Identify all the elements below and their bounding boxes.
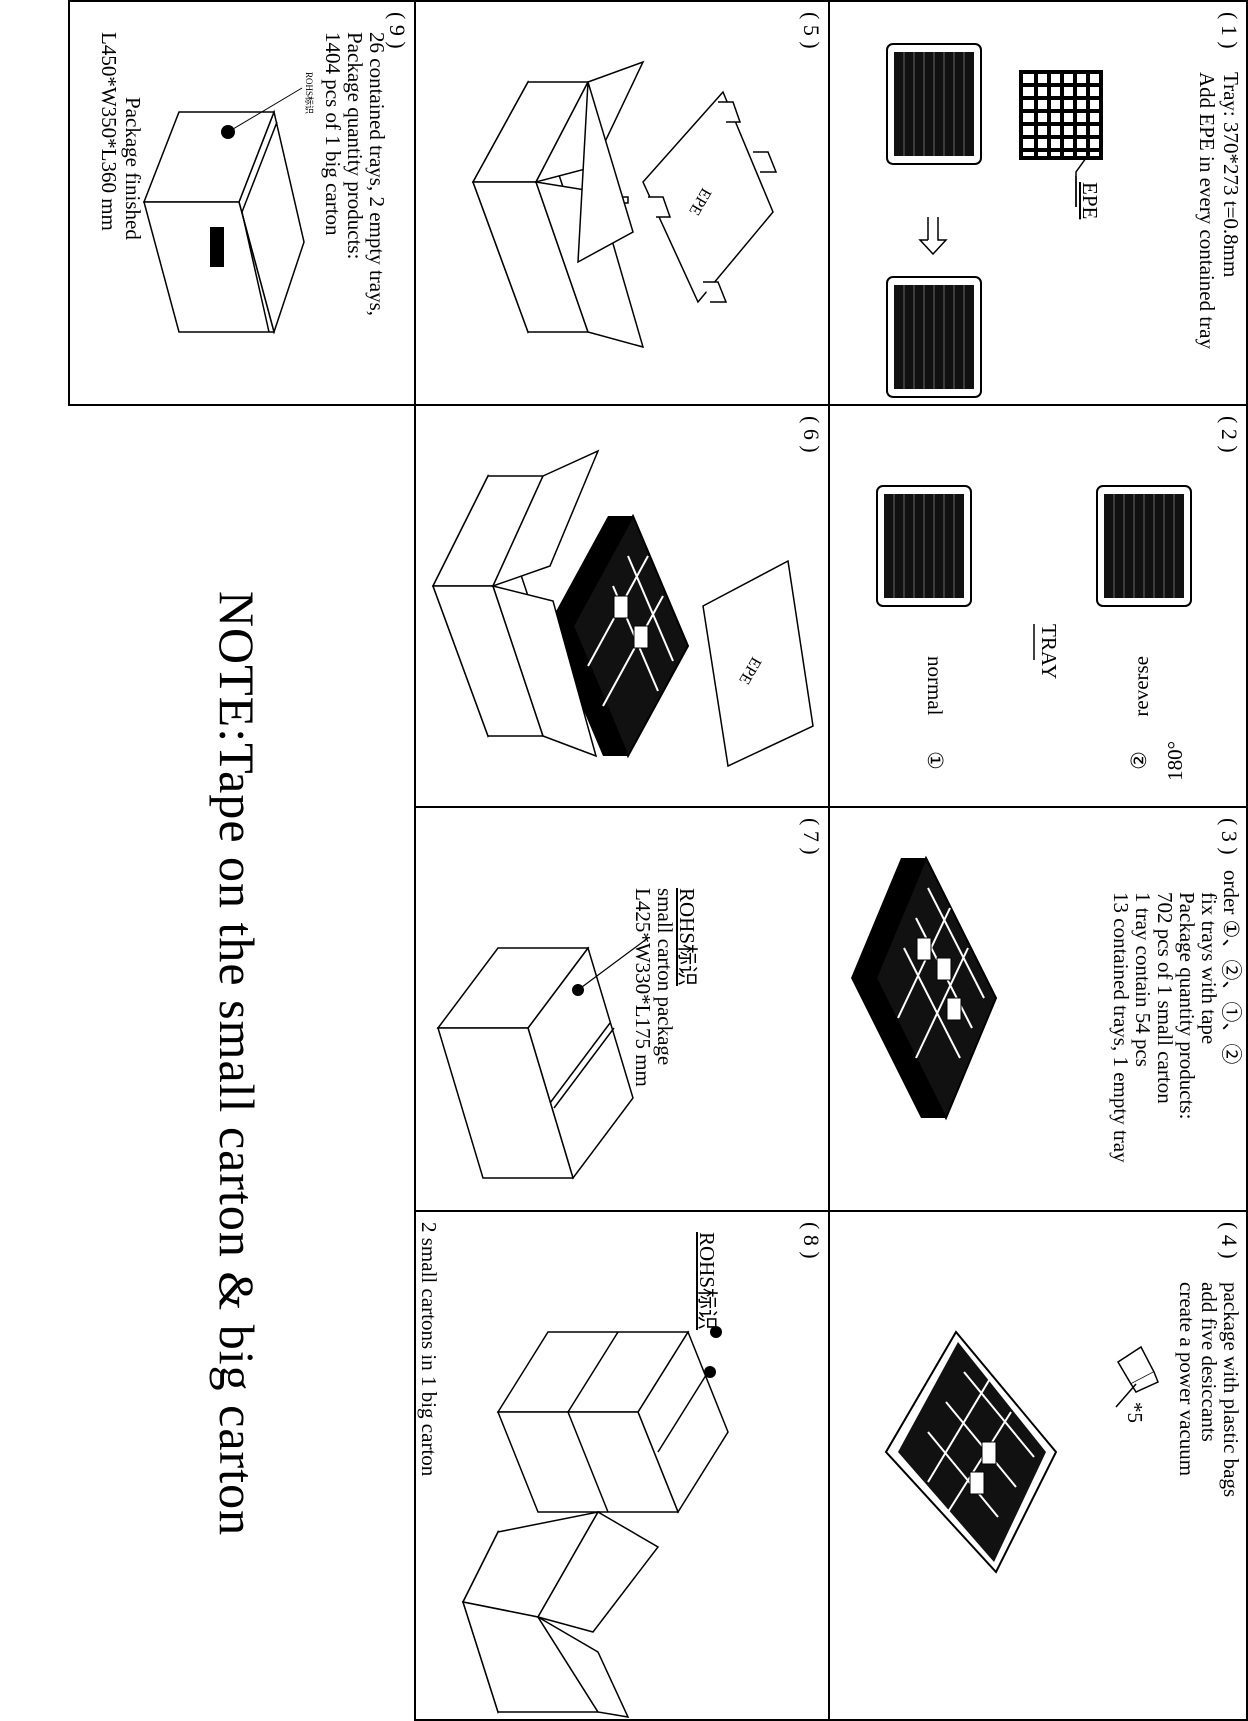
- step-8-illustration: [414, 1212, 828, 1721]
- step-7-cell: ( 7 ) ROHS标识 small carton package L425*W…: [414, 806, 830, 1212]
- step-9-cell: ( 9 ) 26 contained trays, 2 empty trays,…: [68, 0, 416, 406]
- step-5-cell: ( 5 ) EPE: [414, 0, 830, 406]
- note-area: NOTE:Tape on the small carton & big cart…: [68, 406, 416, 1721]
- step-1-illustration: [828, 2, 1246, 406]
- step-6-illustration: EPE: [414, 406, 828, 808]
- big-carton-icon: [144, 112, 304, 332]
- note-text: NOTE:Tape on the small carton & big cart…: [208, 406, 266, 1721]
- tray-label: TRAY: [1038, 624, 1060, 679]
- tray-empty-icon: [887, 277, 981, 397]
- step-9-illustration: ROHS标识: [68, 2, 414, 406]
- step-4-cell: ( 4 ) package with plastic bags add five…: [828, 1210, 1248, 1721]
- normal-label: normal: [924, 656, 946, 715]
- deg-label: 180°: [1164, 741, 1186, 781]
- tray-with-epe-icon: [887, 44, 981, 164]
- open-box-icon: [473, 62, 643, 347]
- step-6-cell: ( 6 ) EPE: [414, 404, 830, 808]
- step-3-illustration: [828, 808, 1246, 1212]
- step-2-cell: ( 2 ) TRAY reverse 180° ② normal ①: [828, 404, 1248, 808]
- tray-reverse-icon: [1097, 486, 1191, 606]
- rohs-tag-label: ROHS标识: [304, 72, 315, 114]
- arrow-right-icon: [920, 217, 946, 254]
- small-carton-icon: [438, 948, 633, 1178]
- big-open-box-icon: [463, 1512, 658, 1717]
- brand-logo-icon: [210, 227, 224, 267]
- vacuum-bag-icon: [886, 1332, 1056, 1572]
- circled-2-label: ②: [1128, 751, 1150, 770]
- epe-grid-icon: [1021, 72, 1101, 158]
- tray-normal-icon: [877, 486, 971, 606]
- circled-1-label: ①: [924, 751, 946, 770]
- step-7-illustration: [414, 808, 828, 1212]
- step-4-illustration: [828, 1212, 1246, 1721]
- tray-stack-icon: [851, 858, 996, 1118]
- step-3-cell: ( 3 ) order ①、②、①、② fix trays with tape …: [828, 806, 1248, 1212]
- rohs-dot-icon: [710, 1326, 722, 1338]
- two-small-cartons-icon: [498, 1332, 728, 1512]
- desiccant-icon: [1118, 1347, 1158, 1392]
- epe-label: EPE: [1079, 182, 1101, 219]
- step-5-illustration: EPE: [414, 2, 828, 406]
- step-1-cell: ( 1 ) Tray: 370*273 t=0.8mm Add EPE in e…: [828, 0, 1248, 406]
- rohs-dot-icon: [704, 1366, 716, 1378]
- desiccant-count-label: *5: [1124, 1402, 1146, 1423]
- reverse-label: reverse: [1130, 656, 1152, 717]
- step-8-cell: ( 8 ) ROHS标识 2 small cartons in 1 big ca…: [414, 1210, 830, 1721]
